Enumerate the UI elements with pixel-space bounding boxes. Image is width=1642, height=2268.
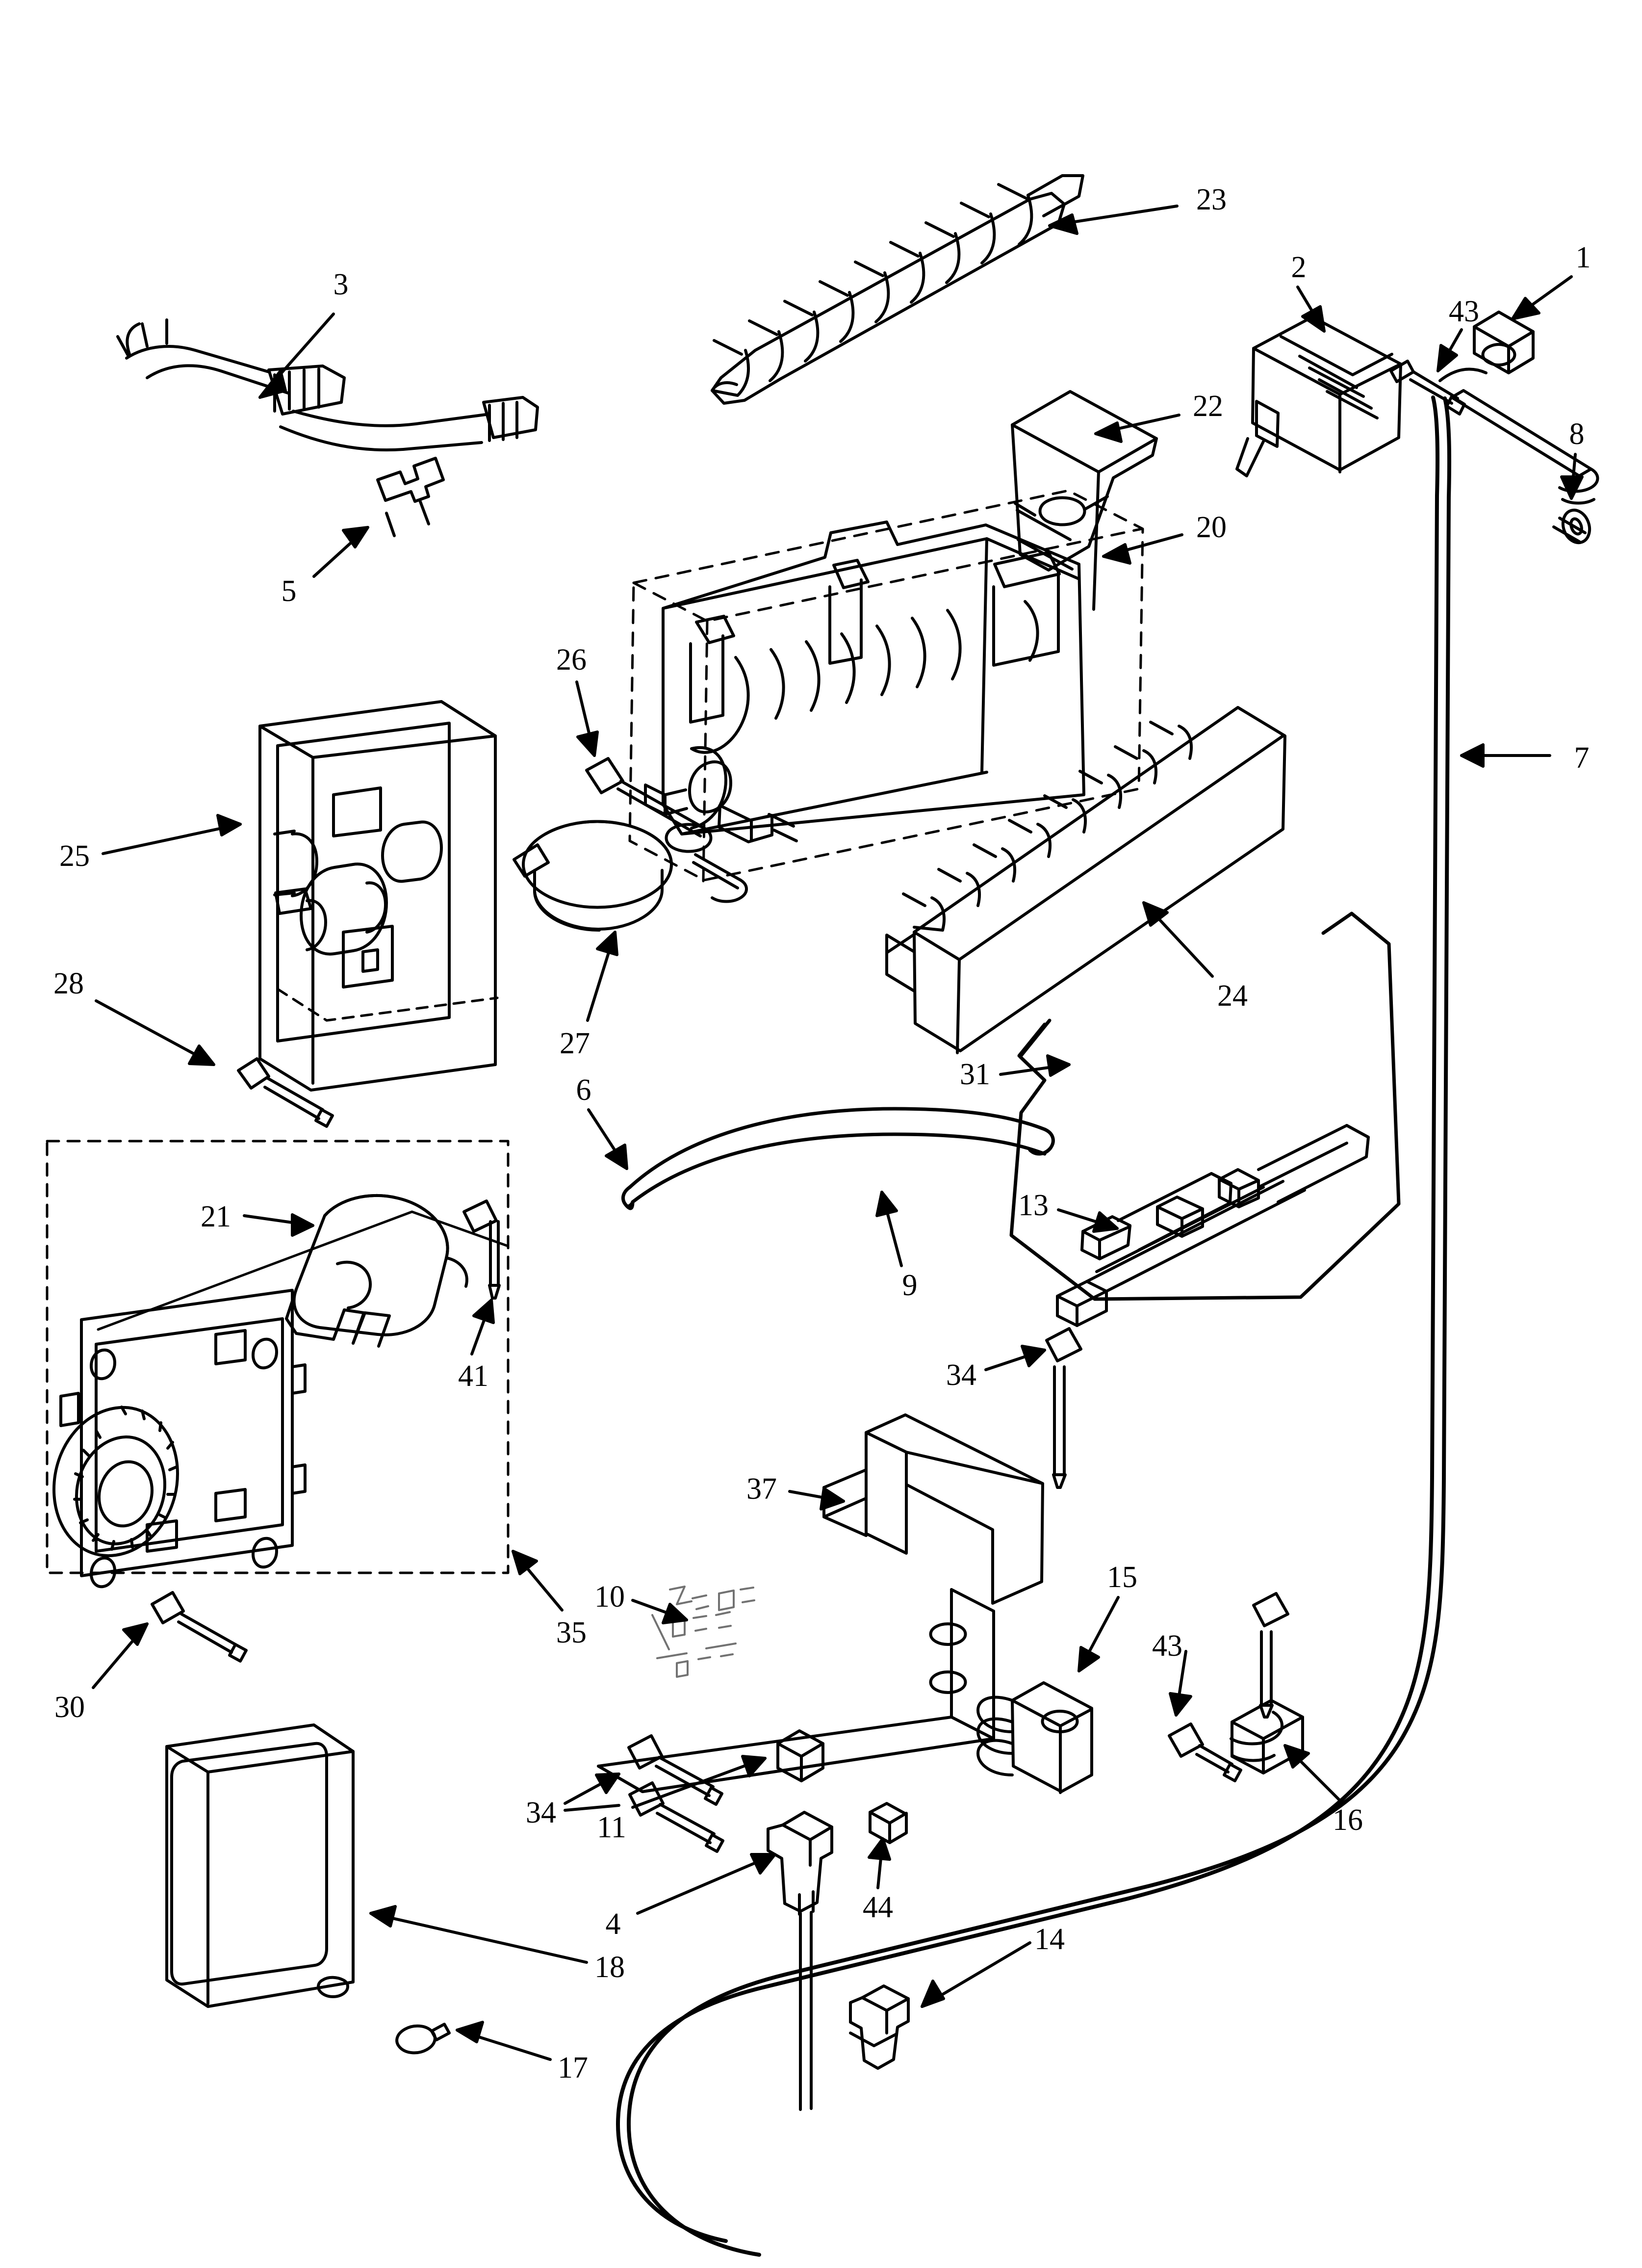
part-clip-5 bbox=[376, 457, 445, 537]
part-fitting-4 bbox=[767, 1811, 833, 2111]
callout-17: 17 bbox=[558, 2051, 588, 2085]
part-washer-8 bbox=[1561, 508, 1591, 545]
callout-24: 24 bbox=[1217, 979, 1248, 1013]
part-shaft-26 bbox=[585, 757, 748, 903]
leader-lines bbox=[92, 205, 1584, 2061]
callout-23: 23 bbox=[1196, 183, 1227, 216]
leader-auger-21 bbox=[97, 1210, 510, 1331]
callout-16: 16 bbox=[1333, 1803, 1363, 1837]
callout-25: 25 bbox=[59, 839, 90, 873]
part-screw-16-top bbox=[1252, 1592, 1289, 1719]
part-ice-mold-20 bbox=[644, 521, 1085, 843]
callout-4: 4 bbox=[605, 1907, 621, 1941]
part-screw-30 bbox=[151, 1591, 248, 1663]
callout-44: 44 bbox=[863, 1891, 893, 1924]
part-auger-housing-35 bbox=[52, 1289, 307, 1589]
dashed-line-25 bbox=[276, 988, 499, 1022]
callout-3: 3 bbox=[333, 268, 349, 301]
callout-34-bottom: 34 bbox=[526, 1796, 556, 1829]
part-ice-stripper-23 bbox=[711, 174, 1084, 405]
part-cover-18 bbox=[165, 1723, 355, 2008]
callout-2: 2 bbox=[1291, 251, 1307, 284]
part-label-10 bbox=[651, 1586, 755, 1678]
callout-15: 15 bbox=[1107, 1561, 1137, 1594]
part-bracket-37 bbox=[597, 1413, 1044, 1793]
part-shutoff-arm-31 bbox=[1009, 912, 1401, 1301]
callout-7: 7 bbox=[1574, 741, 1590, 775]
callout-26: 26 bbox=[556, 643, 587, 677]
callout-37: 37 bbox=[746, 1472, 777, 1506]
callout-27: 27 bbox=[560, 1027, 590, 1060]
part-housing-25 bbox=[258, 700, 497, 1092]
callout-41: 41 bbox=[458, 1359, 488, 1393]
callout-14: 14 bbox=[1034, 1923, 1065, 1956]
callout-22: 22 bbox=[1193, 390, 1223, 423]
part-screw-34-top bbox=[1045, 1327, 1082, 1489]
callout-5: 5 bbox=[281, 574, 297, 608]
callout-21: 21 bbox=[201, 1200, 231, 1233]
callout-28: 28 bbox=[53, 967, 84, 1000]
callout-8: 8 bbox=[1569, 417, 1585, 451]
part-screw-34-bottom-a bbox=[627, 1734, 723, 1806]
part-bearing-1 bbox=[1438, 311, 1535, 382]
callout-6: 6 bbox=[576, 1073, 591, 1107]
callout-1: 1 bbox=[1575, 241, 1591, 274]
part-fitting-14 bbox=[849, 1984, 910, 2070]
callout-30: 30 bbox=[54, 1691, 85, 1724]
callout-43-lower: 43 bbox=[1152, 1629, 1182, 1663]
part-screw-28 bbox=[237, 1057, 334, 1128]
part-plug-17 bbox=[395, 2023, 451, 2055]
callout-34-top: 34 bbox=[946, 1358, 976, 1392]
callout-35: 35 bbox=[556, 1616, 587, 1649]
part-harness-13 bbox=[1056, 1124, 1370, 1327]
part-screw-43-lower bbox=[1168, 1722, 1242, 1782]
callout-20: 20 bbox=[1196, 511, 1227, 544]
part-water-tube-7 bbox=[616, 395, 1452, 2257]
part-screw-41 bbox=[462, 1199, 501, 1300]
part-fill-cup-22 bbox=[1011, 390, 1158, 611]
dashed-box-20 bbox=[628, 489, 1144, 883]
callout-13: 13 bbox=[1018, 1189, 1049, 1222]
part-nut-11 bbox=[776, 1729, 824, 1782]
callout-11: 11 bbox=[597, 1811, 626, 1844]
part-control-plate-2 bbox=[1235, 315, 1402, 477]
part-hose-6-9 bbox=[621, 1107, 1055, 1210]
dashed-box-21 bbox=[46, 1140, 510, 1574]
callout-43-top: 43 bbox=[1449, 295, 1479, 328]
part-motor-27 bbox=[513, 820, 673, 932]
callout-18: 18 bbox=[594, 1951, 625, 1984]
part-wire-harness bbox=[116, 318, 539, 452]
part-clamp-15 bbox=[976, 1681, 1093, 1794]
callout-31: 31 bbox=[960, 1058, 990, 1091]
part-screw-34-bottom-b bbox=[628, 1781, 724, 1853]
callout-9: 9 bbox=[902, 1269, 918, 1302]
part-auger-motor-21 bbox=[285, 1194, 468, 1348]
callout-10: 10 bbox=[594, 1580, 625, 1614]
part-cap-44 bbox=[869, 1802, 908, 1844]
part-ejector-rail-24 bbox=[885, 706, 1286, 1054]
